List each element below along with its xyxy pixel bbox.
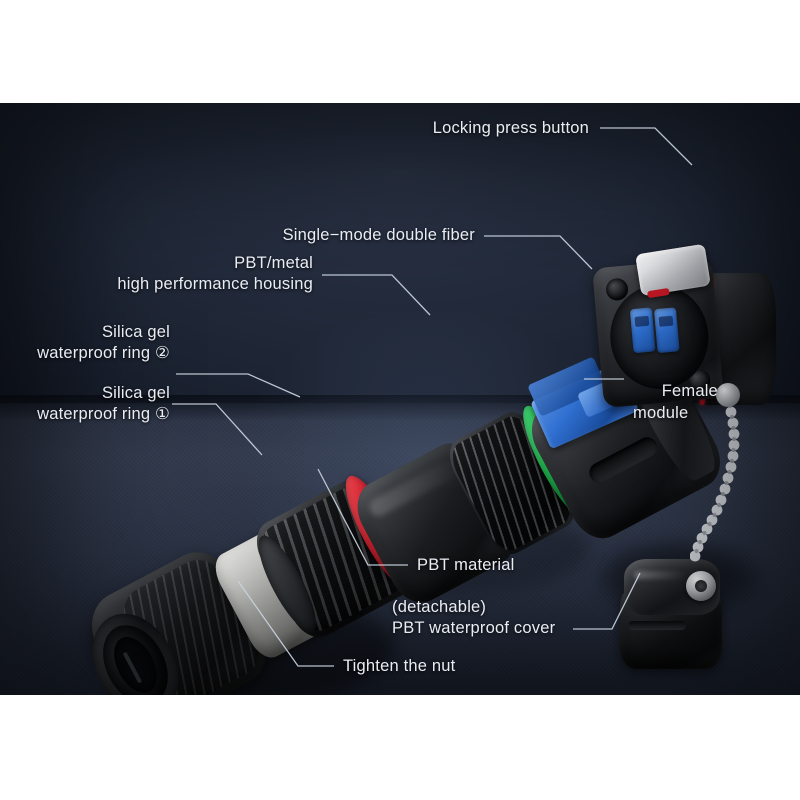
callout-silica-gel-waterproof-ring-2: Silica gel waterproof ring ② bbox=[37, 323, 170, 362]
callout-silica-gel-waterproof-ring-1: Silica gel waterproof ring ① bbox=[37, 384, 170, 423]
leader-pbt-waterproof-cover bbox=[573, 572, 641, 630]
leader-single-mode-double-fiber bbox=[484, 235, 593, 270]
leader-silica-gel-ring-2 bbox=[176, 373, 301, 398]
callout-pbt-material: PBT material bbox=[417, 556, 515, 574]
chain-top-link bbox=[716, 383, 740, 407]
callout-leader-lines bbox=[172, 127, 693, 667]
callout-locking-press-button: Locking press button bbox=[432, 119, 589, 137]
leader-pbt-metal-housing bbox=[322, 274, 431, 316]
female-module-panel bbox=[592, 243, 776, 445]
dust-cap bbox=[614, 555, 734, 677]
callout-single-mode-double-fiber: Single−mode double fiber bbox=[282, 226, 475, 244]
leader-locking-press-button bbox=[600, 127, 693, 166]
callout-pbt-metal-housing: PBT/metal high performance housing bbox=[117, 254, 313, 293]
callout-pbt-waterproof-cover: (detachable) PBT waterproof cover bbox=[392, 598, 556, 637]
callout-female-module: Female module bbox=[633, 358, 753, 446]
leader-pbt-material bbox=[317, 468, 408, 566]
leader-tighten-the-nut bbox=[237, 580, 334, 667]
leader-silica-gel-ring-1 bbox=[172, 403, 263, 456]
callout-female-module-line1: Female module bbox=[633, 382, 718, 422]
callout-tighten-the-nut: Tighten the nut bbox=[343, 657, 456, 675]
product-photo: Locking press button Single−mode double … bbox=[0, 103, 800, 695]
